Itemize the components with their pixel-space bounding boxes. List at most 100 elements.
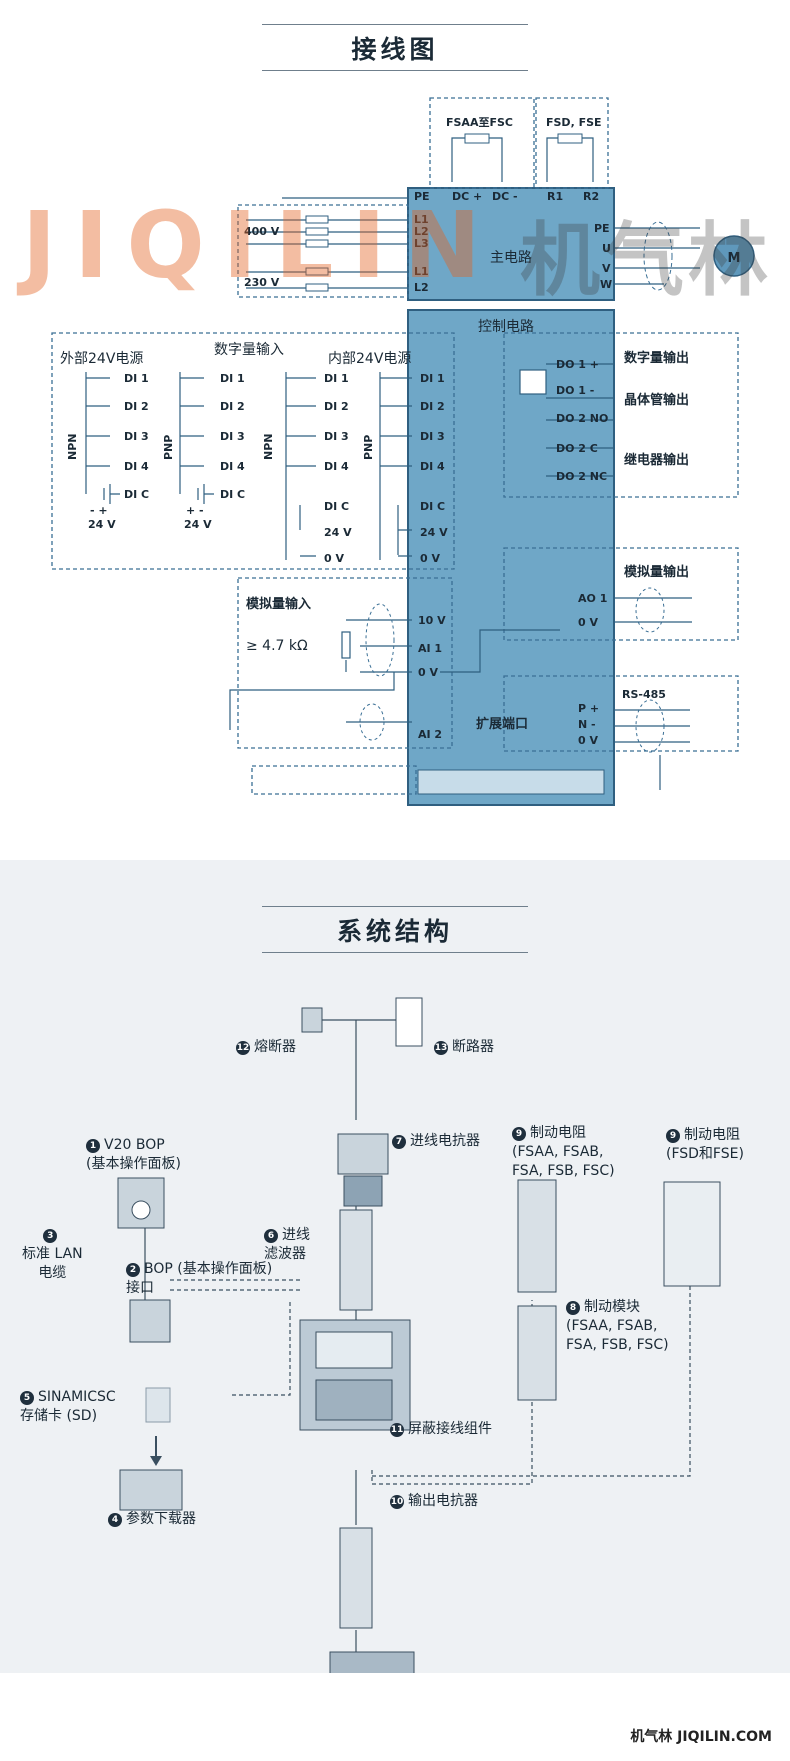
wiring-title: 接线图 [351, 35, 439, 64]
brake-res2-num: 9 [666, 1129, 680, 1143]
sd-card-device [145, 1387, 171, 1423]
line-filter-num: 6 [264, 1229, 278, 1243]
relay-output-label: 继电器输出 [624, 452, 689, 468]
fuse-callout: 12 熔断器 [236, 1038, 296, 1057]
brake-module-sub: (FSAA, FSAB, [566, 1318, 658, 1334]
v10-label: 10 V [418, 614, 446, 627]
breaker-callout: 13 断路器 [434, 1038, 494, 1057]
di1-d: DI 1 [420, 372, 445, 385]
supply-box [237, 204, 409, 298]
v0-d: 0 V [420, 552, 440, 565]
minus-plus: - + [90, 504, 108, 517]
brake-resistor-large-device [663, 1181, 721, 1287]
ai1-label: AI 1 [418, 642, 442, 655]
breaker-label: 断路器 [452, 1039, 494, 1055]
di2-b: DI 2 [220, 400, 245, 413]
dic-b: DI C [220, 488, 245, 501]
control-circuit-panel [407, 309, 615, 806]
breaker-device [395, 997, 423, 1047]
loader-label: 参数下载器 [126, 1511, 196, 1527]
watermark-latin: JIQILIN [22, 192, 499, 299]
di4-c: DI 4 [324, 460, 349, 473]
do2nc-label: DO 2 NC [556, 470, 607, 483]
dic-c: DI C [324, 500, 349, 513]
ai0v-label: 0 V [418, 666, 438, 679]
fuse-label: 熔断器 [254, 1039, 296, 1055]
sys-title-rule-bottom [262, 952, 528, 953]
l1b-label: L1 [414, 265, 429, 278]
digital-input-label: 数字量输入 [214, 342, 284, 358]
di3-a: DI 3 [124, 430, 149, 443]
di3-c: DI 3 [324, 430, 349, 443]
panel-slot [417, 769, 605, 795]
int-24v-label: 内部24V电源 [328, 351, 411, 367]
system-title: 系统结构 [336, 917, 453, 946]
r2-label: R2 [583, 190, 599, 203]
shield-num: 11 [390, 1423, 404, 1437]
fsaa-box [429, 97, 535, 189]
main-circuit-panel [407, 187, 615, 301]
u-label: U [602, 242, 611, 255]
transistor-output-label: 晶体管输出 [624, 392, 689, 408]
ao1-label: AO 1 [578, 592, 607, 605]
lan-label: 标准 LAN [22, 1246, 83, 1262]
bop-if-sub: 接口 [126, 1280, 154, 1296]
watermark-cjk: 机气林 [520, 214, 772, 307]
bop-interface-device [129, 1299, 171, 1343]
w-label: W [600, 278, 612, 291]
di1-b: DI 1 [220, 372, 245, 385]
sd-sub: 存储卡 (SD) [20, 1408, 98, 1424]
di2-a: DI 2 [124, 400, 149, 413]
ao0v-label: 0 V [578, 616, 598, 629]
brake-res1-sub2: FSA, FSB, FSC) [512, 1163, 615, 1179]
digital-output-label: 数字量输出 [624, 350, 689, 366]
pe-top-label: PE [414, 190, 430, 203]
digital-output-box [503, 332, 739, 498]
npn-label-2: NPN [262, 434, 275, 460]
p-plus-label: P + [578, 702, 599, 715]
fuse-num: 12 [236, 1041, 250, 1055]
system-section: 系统结构 12 熔断器 [0, 860, 790, 1673]
v400-label: 400 V [244, 225, 280, 238]
wiring-section: 接线图 [0, 0, 790, 860]
plus-minus: + - [186, 504, 204, 517]
lan-callout: 3 标准 LAN 电缆 [22, 1226, 83, 1283]
dic-a: DI C [124, 488, 149, 501]
dc-minus-label: DC - [492, 190, 518, 203]
loader-num: 4 [108, 1513, 122, 1527]
bottom-dashed-box [251, 765, 417, 795]
fsaa-label: FSAA至FSC [446, 116, 513, 129]
brake-res1-label: 制动电阻 [530, 1125, 586, 1141]
brake-res1-num: 9 [512, 1127, 526, 1141]
analog-output-label: 模拟量输出 [624, 564, 689, 580]
title-rule-top [262, 24, 528, 25]
line-filter-label: 进线 [282, 1227, 310, 1243]
analog-input-label: 模拟量输入 [246, 596, 311, 612]
dc-plus-label: DC + [452, 190, 482, 203]
v-label: V [602, 262, 611, 275]
l2-label: L2 [414, 225, 429, 238]
di2-d: DI 2 [420, 400, 445, 413]
brake-res2-sub: (FSD和FSE) [666, 1146, 744, 1162]
brake-module-label: 制动模块 [584, 1299, 640, 1315]
rs0v-label: 0 V [578, 734, 598, 747]
v0-c: 0 V [324, 552, 344, 565]
fsd-label: FSD, FSE [546, 116, 602, 129]
loader-callout: 4 参数下载器 [108, 1510, 196, 1529]
di4-b: DI 4 [220, 460, 245, 473]
di3-d: DI 3 [420, 430, 445, 443]
npn-label-1: NPN [66, 434, 79, 460]
do2no-label: DO 2 NO [556, 412, 608, 425]
motor-label: M [728, 251, 741, 266]
di4-d: DI 4 [420, 460, 445, 473]
di1-a: DI 1 [124, 372, 149, 385]
breaker-num: 13 [434, 1041, 448, 1055]
resistance-label: ≥ 4.7 kΩ [246, 638, 308, 654]
